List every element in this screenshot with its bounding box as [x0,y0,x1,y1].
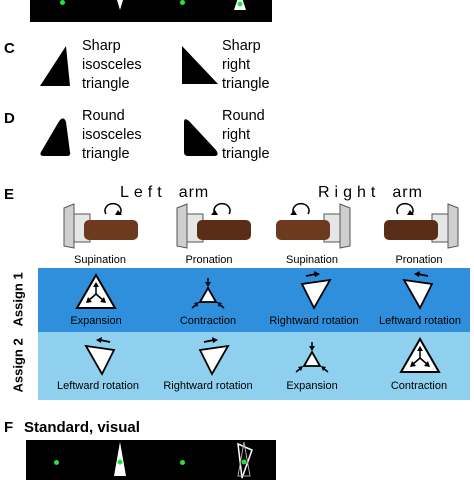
sharp-right-triangle-icon [182,46,218,84]
stimulus-screen-6 [88,440,152,480]
right-arm-supination-illustration [276,202,351,249]
panel-c-right-label: Sharp right triangle [222,38,270,92]
contraction-triangle-icon [191,278,225,309]
round-isosceles-triangle-icon [40,118,71,156]
stimulus-screen-8 [212,440,276,480]
leftward-rotation-triangle-icon [84,337,116,376]
rightward-rotation-triangle-icon [198,337,230,376]
top-screen-strip [0,0,474,24]
panel-f-letter: F [4,419,14,436]
expansion-triangle-icon [399,336,441,373]
right-arm-pronation-illustration [384,202,459,249]
assign1-item-label: Rightward rotation [269,315,359,327]
expansion-triangle-icon [75,272,117,309]
round-right-triangle-icon [184,119,218,156]
stimulus-screen-4 [208,0,272,22]
sharp-isosceles-triangle-icon [40,46,70,86]
panel-e-letter: E [4,186,15,203]
assign2-item-label: Expansion [286,380,338,392]
panel-d-left-label: Round isosceles triangle [82,108,142,162]
assign2-item-label: Contraction [390,380,448,392]
panel-d-letter: D [4,110,15,127]
panel-f-title: Standard, visual [24,419,140,436]
panel-d-right-label: Round right triangle [222,108,270,162]
movement-label: Pronation [185,254,233,266]
assign1-item-label: Leftward rotation [379,315,461,327]
assign2-label: Assign 2 [10,338,26,393]
assign1-item-label: Contraction [179,315,237,327]
movement-label: Supination [74,254,126,266]
assign2-item-label: Rightward rotation [163,380,253,392]
movement-label: Pronation [395,254,443,266]
stimulus-screen-5 [26,440,90,480]
movement-label: Supination [286,254,338,266]
assign1-item-label: Expansion [70,315,122,327]
stimulus-screen-7 [150,440,214,480]
assign1-label: Assign 1 [10,272,26,327]
assign2-band [38,332,470,400]
panel-c-left-label: Sharp isosceles triangle [82,38,142,92]
rightward-rotation-triangle-icon [300,271,332,310]
stimulus-screen-3 [150,0,214,22]
stimulus-screen-2 [88,0,152,22]
assign2-item-label: Leftward rotation [57,380,139,392]
stimulus-screen-1 [30,0,94,22]
panel-c-letter: C [4,40,15,57]
left-arm-pronation-illustration [176,202,251,249]
leftward-rotation-triangle-icon [402,271,434,310]
left-arm-supination-illustration [63,202,138,249]
contraction-triangle-icon [295,342,329,373]
